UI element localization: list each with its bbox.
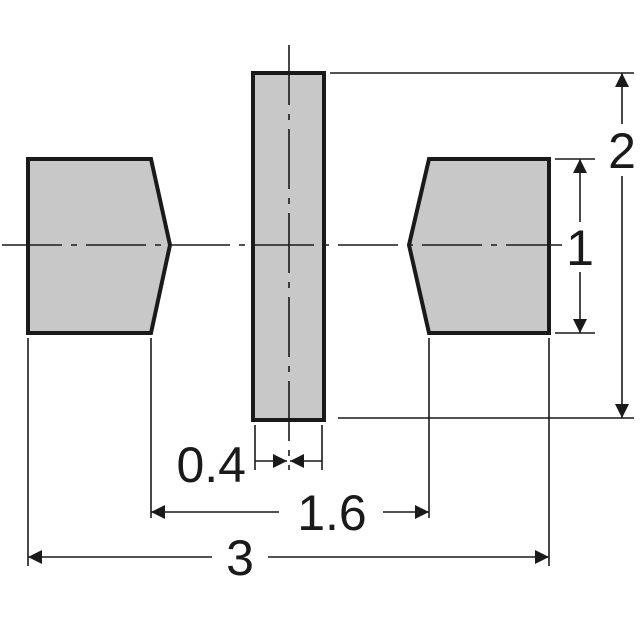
extension-lines: [27, 72, 634, 566]
dim-overall-width-label: 3: [226, 530, 254, 586]
dim-overall-width: 3: [28, 530, 549, 586]
dim-pin-width-label: 0.4: [176, 437, 246, 493]
dim-pin-height: 2: [608, 73, 636, 418]
right-pad: [406, 157, 551, 335]
dim-pad-height-label: 1: [566, 220, 594, 276]
left-pad: [26, 157, 173, 335]
dim-pad-gap-label: 1.6: [297, 485, 367, 541]
dim-pad-gap: 1.6: [151, 485, 429, 541]
dim-pin-width: 0.4: [176, 437, 322, 493]
dim-pad-height: 1: [566, 159, 594, 333]
dim-pin-height-label: 2: [608, 123, 636, 179]
